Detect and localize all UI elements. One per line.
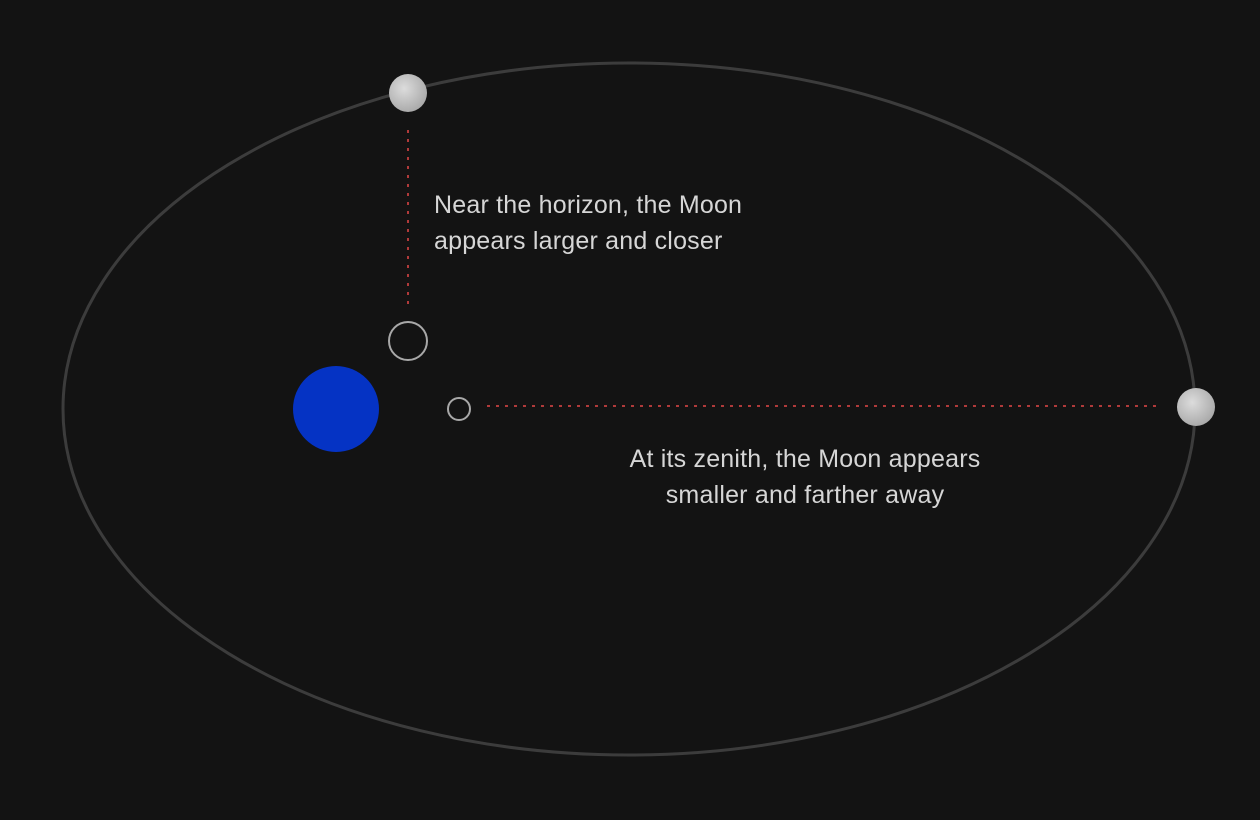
caption-zenith: At its zenith, the Moon appears smaller … — [560, 441, 1050, 513]
apparent-moon-large — [388, 321, 428, 361]
caption-near-horizon: Near the horizon, the Moon appears large… — [434, 187, 854, 259]
moon-orbit — [61, 61, 1197, 757]
caption-zenith-line-2: smaller and farther away — [665, 481, 945, 509]
caption-near-horizon-line-2: appears larger and closer — [434, 227, 723, 255]
earth — [293, 366, 379, 452]
moon-near-horizon — [389, 74, 427, 112]
apparent-moon-small — [447, 397, 471, 421]
caption-zenith-line-1: At its zenith, the Moon appears — [629, 445, 981, 473]
moon-at-zenith — [1177, 388, 1215, 426]
caption-near-horizon-line-1: Near the horizon, the Moon — [434, 191, 743, 219]
